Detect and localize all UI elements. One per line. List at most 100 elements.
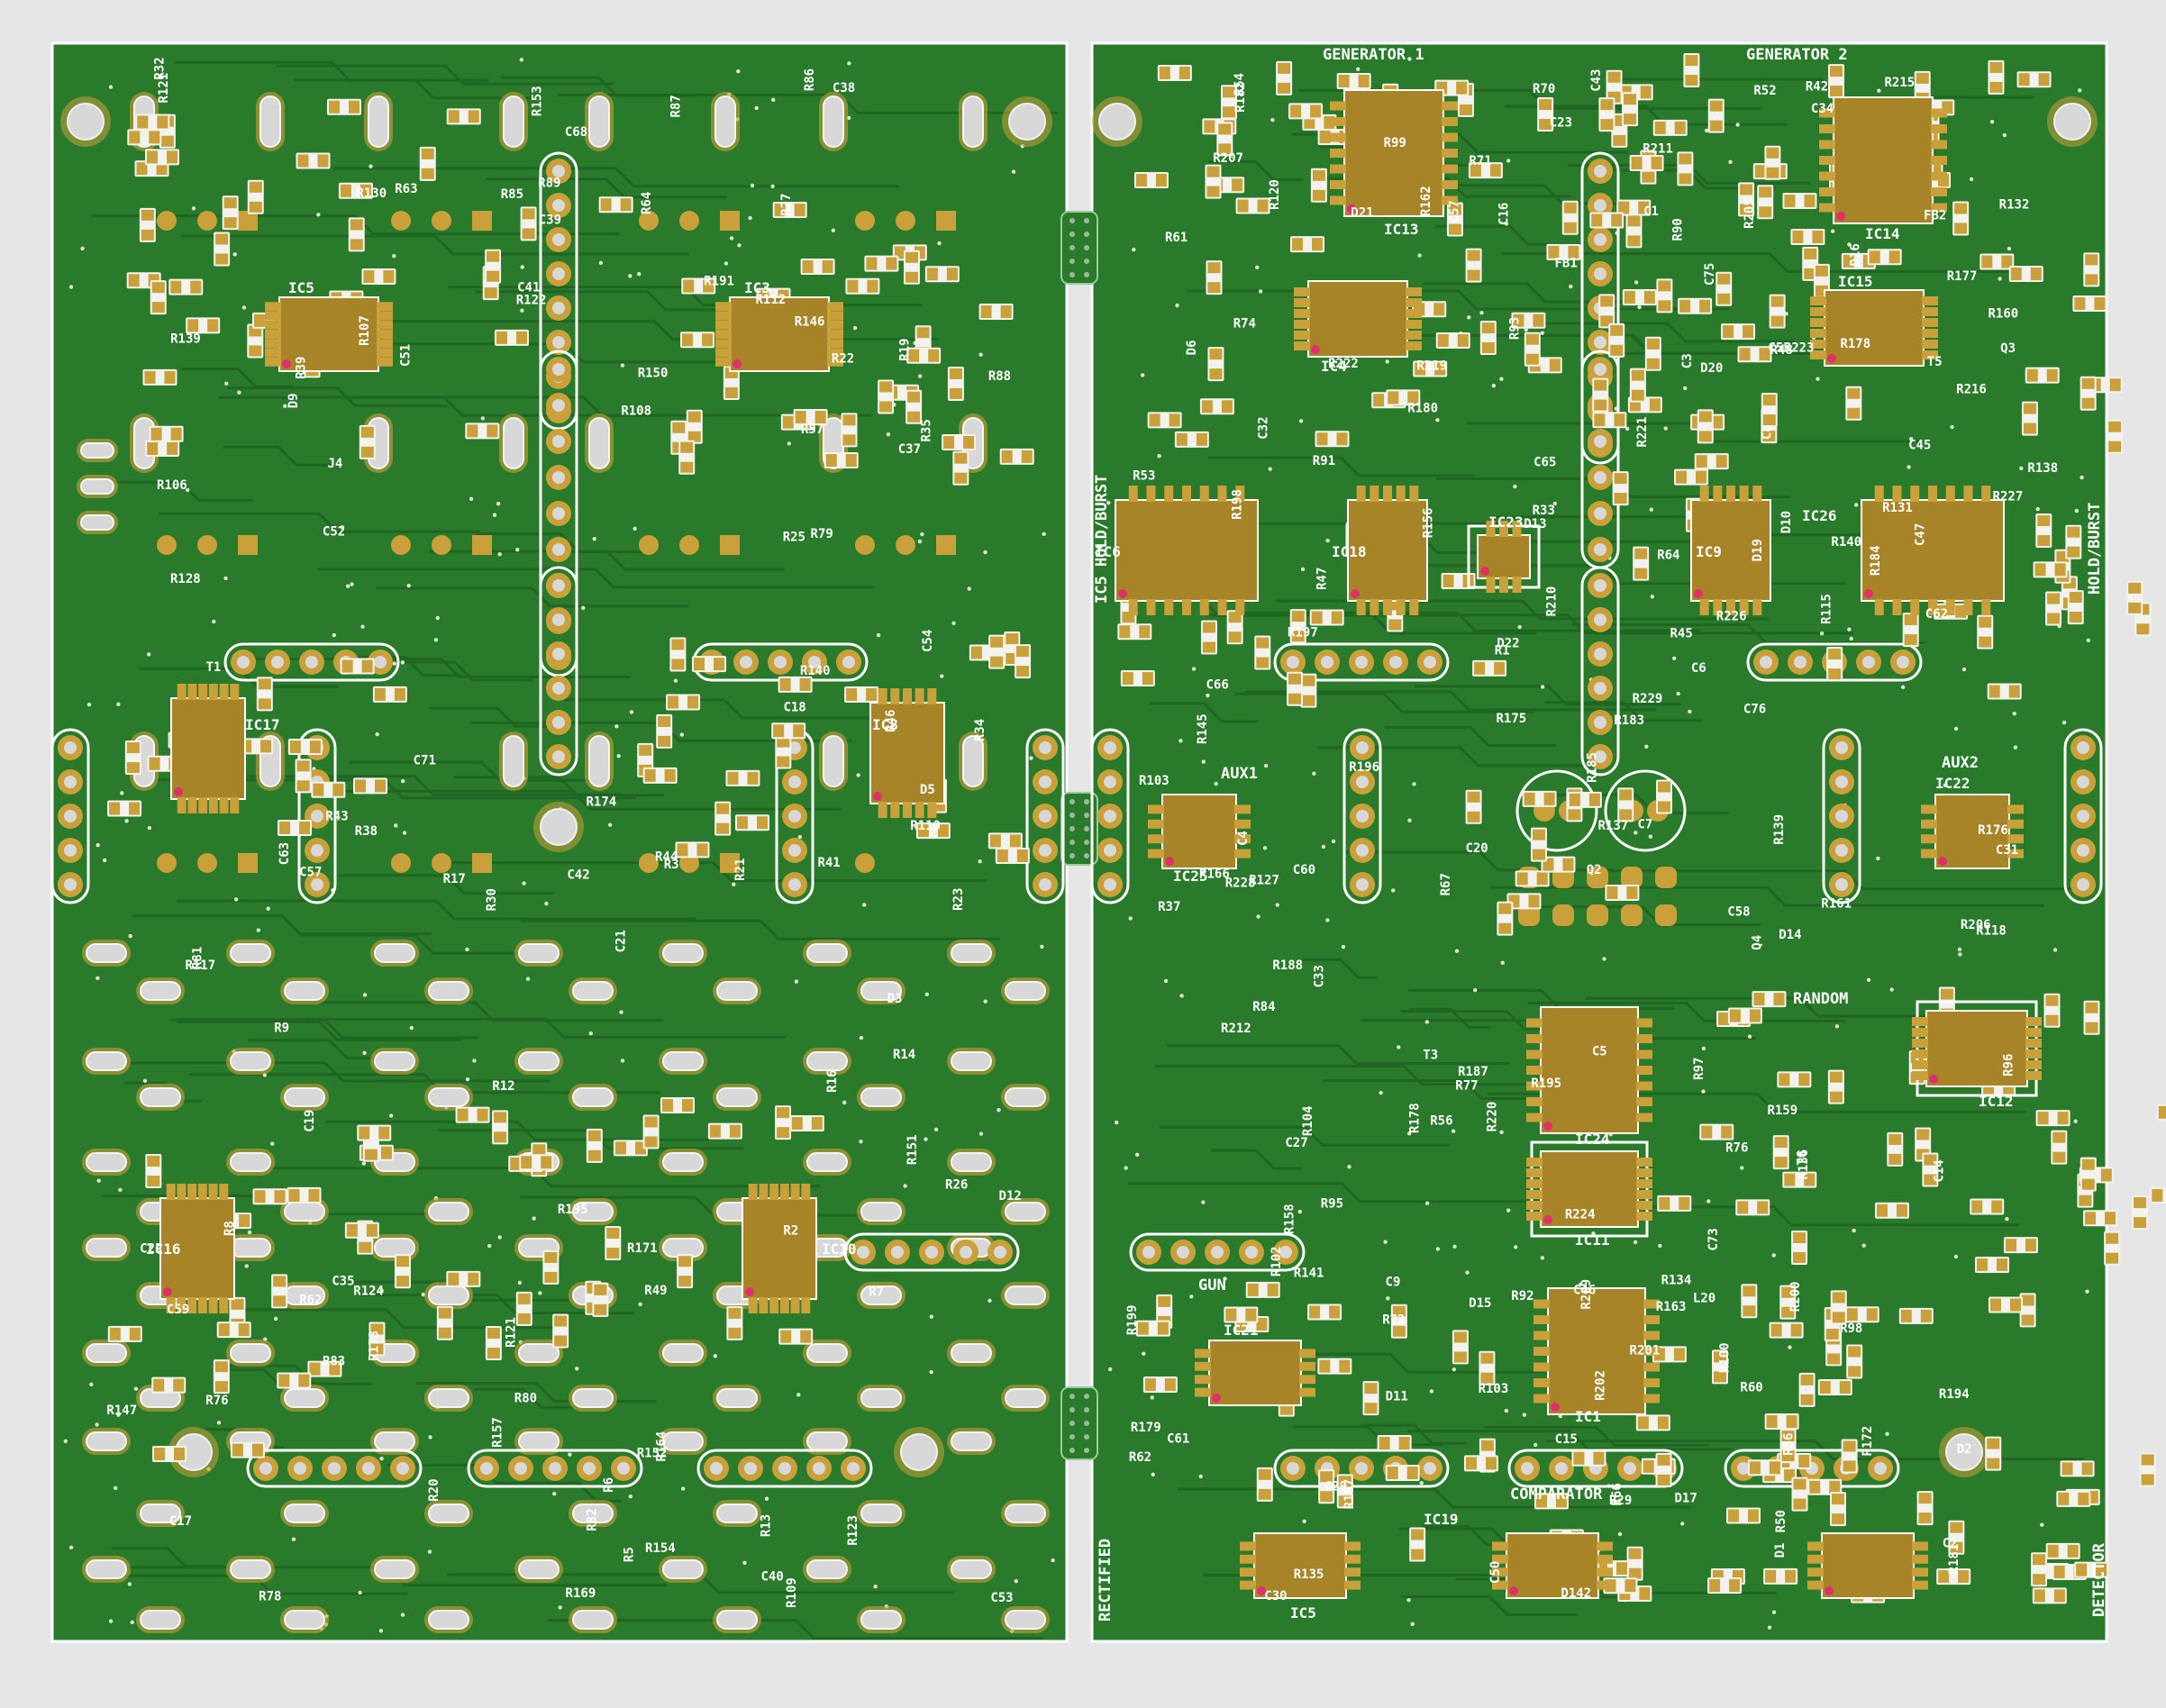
smd-pad [1628,1567,1642,1579]
smd-pad [1846,1308,1858,1322]
via [1634,831,1638,835]
component-ref-label: R180 [1407,402,1438,416]
component-ref-label: R99 [1384,136,1406,150]
component-ref-label: R64 [1657,549,1679,563]
smd-component [1385,1465,1420,1482]
ic-pin-pad [1739,599,1749,615]
ic-pin-pad [1533,1331,1550,1340]
smd-pad [1021,450,1033,463]
via [1356,67,1361,72]
via [846,115,851,121]
smd-pad [1573,1451,1585,1465]
smd-component [1807,1478,1843,1495]
smd-pad [1594,379,1607,391]
ic-pin-pad [1148,819,1164,829]
smd-component [1276,60,1293,95]
smd-pad [1614,413,1625,427]
smd-component [692,656,727,673]
smd-pad [1569,793,1580,806]
component-ref-label: R13 [759,1514,773,1537]
component-ref-label: R226 [1716,609,1747,623]
smd-pad [1784,1173,1796,1186]
smd-pad [1122,672,1133,686]
component-ref-label: L20 [1693,1291,1716,1305]
smd-component [2107,419,2124,454]
ic-pin-pad [1807,1567,1824,1577]
ic-pin-pad [769,1297,779,1313]
component-ref-label: T1 [205,660,221,675]
slot-hole [428,981,469,1001]
smd-pad [703,279,714,293]
smd-pad [346,1223,358,1237]
header-pin-hole [1737,1462,1750,1475]
smd-pad [273,1295,287,1307]
component-ref-label: R91 [1313,454,1335,468]
smd-pad [1614,493,1627,504]
ic-pin-pad [1739,486,1749,502]
slot-hole [86,1559,127,1579]
copper-trace [1527,1001,1845,1022]
smd-pad [160,135,174,147]
slot-hole [951,1559,992,1579]
smd-pad [926,268,938,281]
header-pin-hole [1835,810,1848,822]
component-ref-label: C14 [1933,1159,1947,1182]
smd-pad [260,740,272,753]
smd-component [1497,901,1514,936]
smd-component [978,304,1014,321]
smd-component [1652,1346,1687,1363]
component-ref-label: C62 [1925,607,1948,622]
th-round-pad [639,211,659,231]
header-pin-hole [1874,1462,1887,1475]
smd-pad [2081,1178,2095,1190]
slot-hole [860,1610,902,1630]
header-pin-hole [1211,1246,1224,1258]
component-ref-label: R128 [170,572,201,586]
smd-pad [1804,1173,1816,1186]
smd-pad [1924,1154,1937,1166]
via [89,1382,94,1386]
smd-component [145,1154,162,1189]
smd-pad [279,821,291,834]
via [340,525,345,530]
th-round-pad [432,535,451,555]
header-pin-hole [552,435,565,448]
smd-pad [1320,1471,1333,1483]
via [400,660,405,665]
smd-pad [153,1378,165,1392]
header-pin-hole [552,268,565,280]
smd-pad [1524,792,1535,805]
ic-pin-pad [1492,1541,1508,1551]
component-ref-label: R46 [884,710,898,732]
component-ref-label: R141 [1294,1267,1324,1281]
via [1300,567,1306,572]
via [1201,759,1206,764]
smd-component [1902,613,1919,648]
smd-pad [1829,66,1843,77]
via [967,586,971,591]
smd-pad [1740,184,1753,195]
ic-pin1-marker [1938,857,1947,866]
component-ref-label: R140 [800,664,831,678]
smd-pad [1392,1325,1406,1337]
smd-component [1635,1414,1670,1431]
ic-ref-label: IC21 [1224,1322,1259,1339]
copper-trace [1207,456,1475,477]
smd-pad [370,1323,384,1335]
via [63,1439,68,1443]
ic-pin-pad [827,302,843,312]
component-ref-label: R159 [1767,1104,1797,1118]
ic-pin-pad [208,1297,218,1313]
smd-pad [937,824,949,838]
smd-component [1589,212,1624,229]
component-ref-label: R14 [893,1048,915,1062]
component-ref-label: C20 [1465,841,1488,856]
copper-trace [1244,690,1657,712]
th-round-pad [639,535,659,555]
component-ref-label: R8 [223,1221,237,1236]
ic-pin-pad [1526,1212,1543,1221]
slot-hole [806,1431,848,1451]
ic-ic6 [1347,486,1428,615]
copper-trace [1524,905,1761,927]
slot-hole [428,1202,469,1222]
